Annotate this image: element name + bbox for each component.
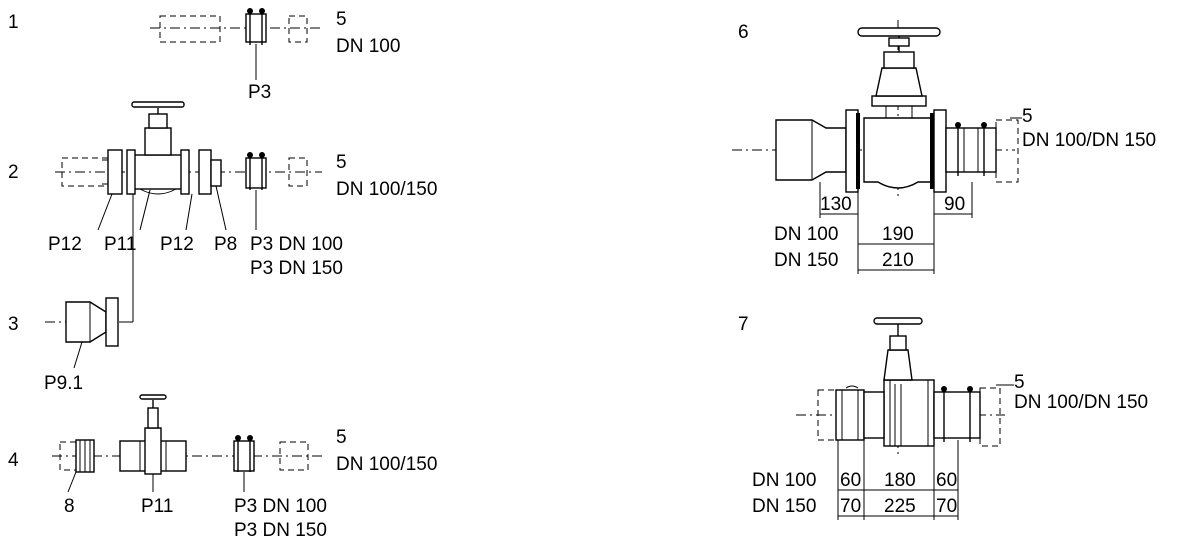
label-dn: DN 100/DN 150 [1014, 392, 1148, 413]
flange-right [930, 109, 947, 193]
dashed-pipe-left [159, 15, 221, 43]
dim-225: 225 [884, 496, 916, 517]
dim-130: 130 [820, 194, 852, 215]
label-p8: P8 [214, 234, 237, 255]
spigot-adapter-left [835, 385, 865, 441]
flange-adapter-p12-right [198, 149, 212, 195]
diagram-6: 6 [732, 20, 1156, 274]
dashed-pipe-right [288, 157, 308, 187]
row-number-1: 1 [8, 12, 19, 33]
dim-60-left: 60 [840, 470, 861, 491]
flange-p8 [210, 159, 222, 187]
label-5: 5 [1014, 372, 1025, 393]
leader-p11 [139, 189, 151, 231]
dim-70-right: 70 [936, 496, 957, 517]
dn-100: DN 100 [752, 470, 816, 491]
dim-190: 190 [882, 224, 914, 245]
row-number-2: 2 [8, 162, 19, 183]
label-p3: P3 [248, 82, 271, 103]
gate-valve [857, 27, 941, 189]
label-5: 5 [336, 427, 347, 448]
dimension-lines [837, 440, 959, 520]
label-p91: P9.1 [44, 373, 83, 394]
label-8: 8 [64, 496, 75, 517]
row-number-4: 4 [8, 450, 19, 471]
dim-180: 180 [884, 470, 916, 491]
label-p12-left: P12 [48, 234, 82, 255]
sleeve-coupling-p3 [233, 435, 255, 472]
socket-flange-adapter [775, 109, 860, 193]
dim-70-left: 70 [840, 496, 861, 517]
label-p3-dn150: P3 DN 150 [250, 258, 343, 279]
dashed-pipe-right [979, 387, 1001, 447]
label-dn: DN 100 [336, 36, 400, 57]
sleeve-coupling [933, 386, 981, 442]
dashed-pipe-right [288, 15, 308, 43]
sleeve-coupling-p3 [245, 8, 267, 45]
dimension-lines [819, 182, 973, 274]
leader-p12-left [97, 193, 113, 231]
leader-p8 [215, 185, 227, 231]
row-number-3: 3 [8, 314, 19, 335]
dn-150: DN 150 [774, 250, 838, 271]
label-5: 5 [336, 152, 347, 173]
label-p3-dn150: P3 DN 150 [234, 520, 327, 541]
sleeve-coupling [945, 122, 997, 176]
dashed-pipe-right [995, 119, 1019, 183]
dim-90: 90 [944, 194, 965, 215]
dim-60-right: 60 [936, 470, 957, 491]
label-p11: P11 [141, 496, 173, 517]
socket-flange-adapter-p91 [65, 297, 119, 347]
label-dn: DN 100/150 [336, 454, 437, 475]
label-dn: DN 100/DN 150 [1022, 130, 1156, 151]
diagram-3: 3 P9.1 [8, 297, 130, 394]
label-dn: DN 100/150 [336, 179, 437, 200]
diagram-4: 4 8 P11 P3 DN [8, 394, 437, 541]
sleeve-coupling-p3 [245, 152, 267, 190]
label-p12-right: P12 [160, 234, 194, 255]
label-p3-dn100: P3 DN 100 [234, 496, 327, 517]
spigot-end-8 [59, 439, 95, 473]
dashed-pipe-right [279, 441, 309, 471]
gate-valve-p11 [126, 101, 190, 195]
label-p11: P11 [104, 234, 136, 255]
dn-150: DN 150 [752, 496, 816, 517]
row-number-6: 6 [738, 22, 749, 43]
leader-p91 [73, 341, 83, 369]
dn-100: DN 100 [774, 224, 838, 245]
gate-valve-p11 [119, 394, 187, 475]
label-p3-dn100: P3 DN 100 [250, 234, 343, 255]
label-5: 5 [1022, 106, 1033, 127]
label-5: 5 [336, 9, 347, 30]
diagram-2: 2 [8, 101, 437, 323]
leader-p12-right [185, 193, 193, 231]
flange-adapter-p12-left [102, 149, 123, 195]
diagram-1: 1 P3 5 DN 100 [8, 8, 400, 103]
gate-valve [863, 317, 935, 447]
diagram-7: 7 [738, 314, 1148, 520]
dim-210: 210 [882, 250, 914, 271]
row-number-7: 7 [738, 314, 749, 335]
leader-8 [67, 471, 77, 493]
